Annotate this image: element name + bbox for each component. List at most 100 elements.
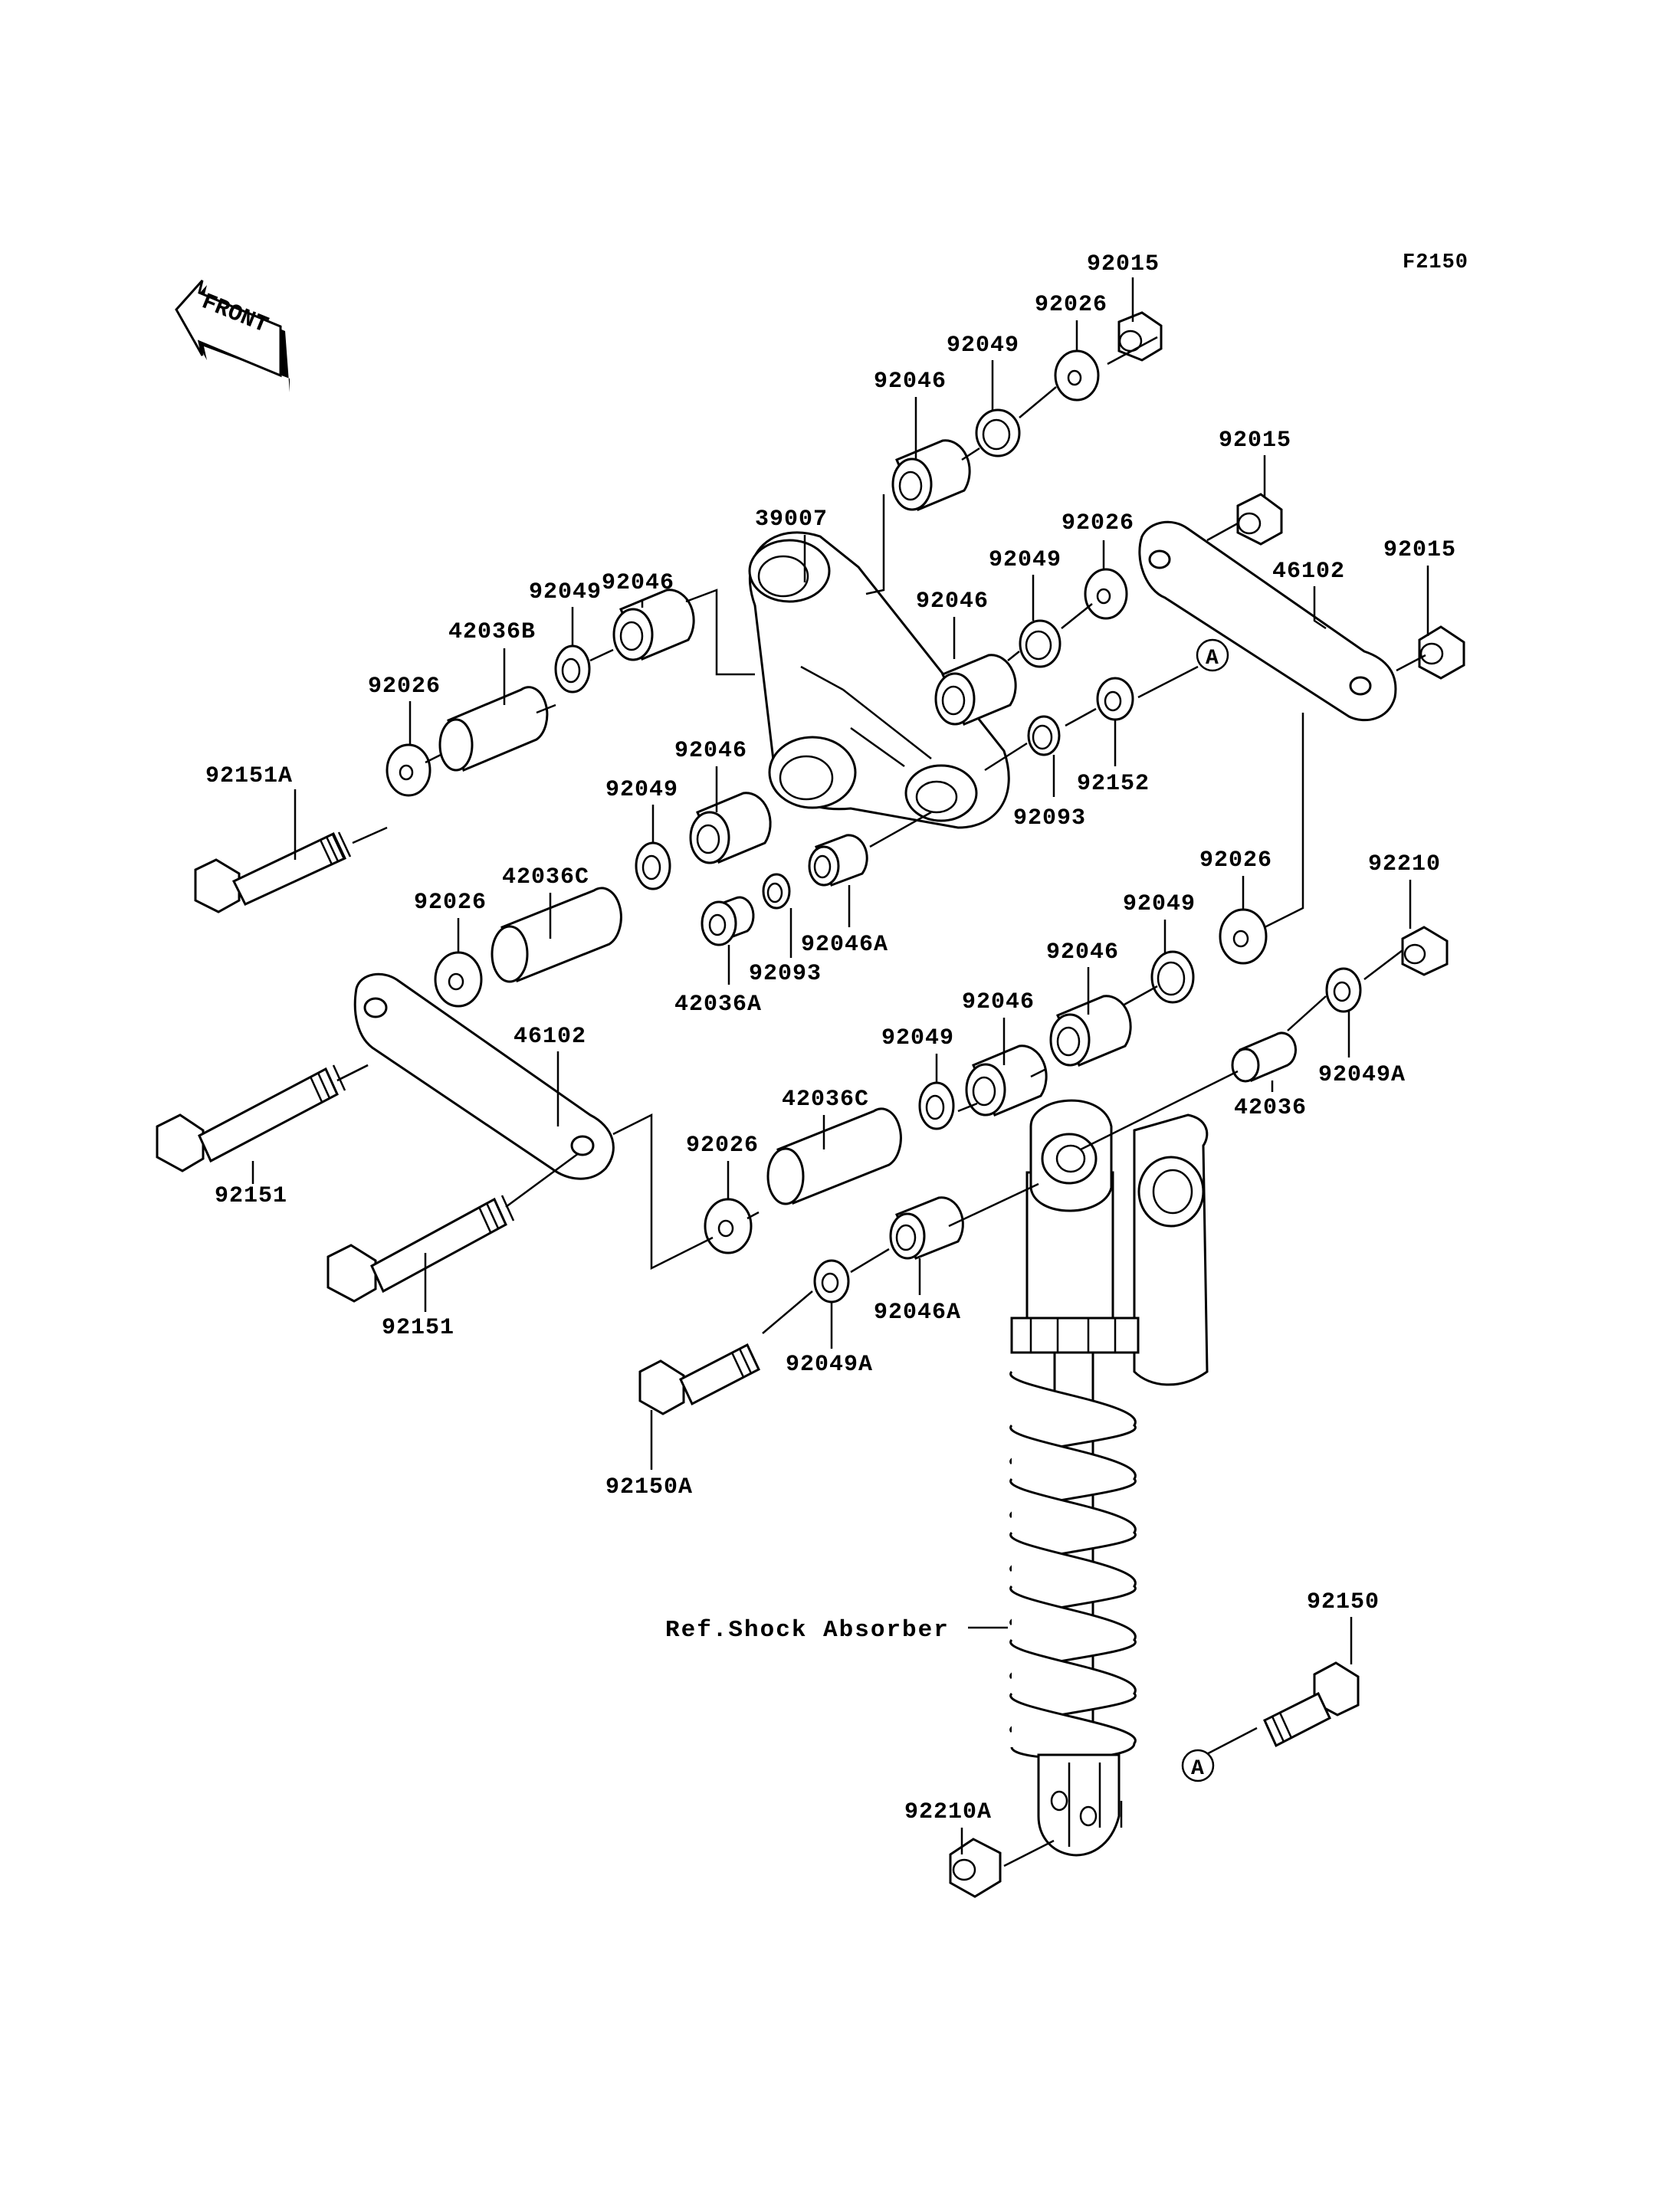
nut-icon xyxy=(949,1838,1002,1898)
seal-icon xyxy=(762,873,791,910)
bolt-icon xyxy=(638,1343,760,1415)
bearing-icon xyxy=(891,439,971,511)
bolts xyxy=(156,831,1360,1748)
part-label: 92049 xyxy=(1123,891,1196,917)
part-label: 46102 xyxy=(514,1024,586,1050)
collar-icon xyxy=(813,1259,850,1303)
washer-icon xyxy=(704,1198,753,1254)
shock-absorber xyxy=(1009,1099,1209,1857)
parts-hardware xyxy=(386,311,1465,1898)
bearing-icon xyxy=(965,1044,1048,1117)
part-label: 92026 xyxy=(1061,510,1134,536)
bolt-icon xyxy=(156,1064,346,1172)
part-label: 92049 xyxy=(605,777,678,803)
part-label: 42036 xyxy=(1234,1095,1307,1121)
washer-icon xyxy=(1219,908,1268,965)
seal-icon xyxy=(635,841,671,890)
part-label: 92046 xyxy=(1046,939,1119,966)
part-label: 92026 xyxy=(686,1133,759,1159)
part-label: 42036B xyxy=(448,619,536,645)
part-label: 92015 xyxy=(1219,428,1291,454)
bearing-icon xyxy=(612,589,695,661)
svg-text:A: A xyxy=(1206,647,1219,671)
part-label: 92093 xyxy=(1013,805,1086,831)
marker-a-top: A xyxy=(1196,638,1229,672)
ref-shock-absorber-label: Ref.Shock Absorber xyxy=(665,1617,950,1644)
bearing-icon xyxy=(808,834,868,887)
collar-icon xyxy=(1325,967,1362,1013)
part-label: 92046A xyxy=(801,932,888,958)
seal-icon xyxy=(1027,715,1061,756)
part-label: 92046 xyxy=(674,738,747,764)
washer-icon xyxy=(434,951,483,1008)
part-label: 92049 xyxy=(989,547,1061,573)
nut-icon xyxy=(1236,493,1283,546)
part-label: 39007 xyxy=(755,507,828,533)
nut-icon xyxy=(1418,625,1465,680)
label-leaders xyxy=(251,277,1429,1854)
washer-icon xyxy=(1084,568,1128,620)
bolt-icon xyxy=(1263,1661,1360,1748)
part-label: 92150 xyxy=(1307,1589,1380,1615)
part-label: 92046 xyxy=(916,589,989,615)
part-label: 92152 xyxy=(1077,771,1150,797)
marker-a-bottom: A xyxy=(1181,1749,1215,1782)
bearing-icon xyxy=(689,792,772,864)
part-label: 92026 xyxy=(414,890,487,916)
connector-lines xyxy=(336,336,1426,1867)
part-label: 92026 xyxy=(368,674,441,700)
part-label: 92049 xyxy=(529,579,602,605)
part-label: 92049 xyxy=(947,333,1019,359)
spring-icon xyxy=(1009,1370,1137,1759)
bearing-icon xyxy=(934,654,1017,726)
rocker-arm xyxy=(748,531,1010,829)
washer-icon xyxy=(386,743,431,797)
part-label: 92151A xyxy=(205,763,293,789)
part-label: 92015 xyxy=(1087,251,1160,277)
part-label: 92093 xyxy=(749,961,822,987)
svg-text:A: A xyxy=(1191,1757,1204,1781)
sleeve-icon xyxy=(1231,1031,1297,1083)
bearing-icon xyxy=(1049,995,1132,1067)
part-label: 92049A xyxy=(1318,1062,1406,1088)
part-label: 92015 xyxy=(1383,537,1456,563)
washer-icon xyxy=(1054,349,1100,402)
part-label: 92151 xyxy=(382,1315,454,1341)
part-label: 92046 xyxy=(874,369,947,395)
sleeve-icon xyxy=(438,686,549,772)
seal-icon xyxy=(918,1081,955,1130)
collar-icon xyxy=(701,896,755,946)
bolt-icon xyxy=(194,831,352,913)
part-label: 92026 xyxy=(1035,292,1107,318)
part-label: 92151 xyxy=(215,1183,287,1209)
seal-icon xyxy=(1019,619,1061,668)
part-label: 92049 xyxy=(881,1025,954,1051)
part-label: 92210 xyxy=(1368,851,1441,877)
sleeve-icon xyxy=(766,1107,902,1205)
part-label: 46102 xyxy=(1272,559,1345,585)
seal-icon xyxy=(554,644,591,694)
part-label: 92046A xyxy=(874,1300,961,1326)
part-label: 92046 xyxy=(962,989,1035,1015)
part-label: 42036C xyxy=(782,1087,869,1113)
part-label: 92026 xyxy=(1199,848,1272,874)
nut-icon xyxy=(1401,926,1449,976)
tie-rod-lower xyxy=(353,972,615,1180)
nut-icon xyxy=(1117,311,1163,362)
part-label: 42036A xyxy=(674,992,762,1018)
tie-rod-upper xyxy=(1138,520,1397,722)
bolt-icon xyxy=(326,1195,515,1303)
front-arrow-icon: FRONT xyxy=(175,279,290,392)
part-label: 92150A xyxy=(605,1474,693,1500)
part-label: 92049A xyxy=(786,1352,873,1378)
sleeve-icon xyxy=(491,887,622,983)
part-label: 92210A xyxy=(904,1799,992,1825)
collar-icon xyxy=(1096,677,1134,721)
part-labels: 92015 92026 92049 92046 92015 39007 9202… xyxy=(205,251,1456,1825)
bearing-icon xyxy=(889,1196,964,1260)
part-label: 42036C xyxy=(502,864,589,890)
diagram-code: F2150 xyxy=(1403,251,1468,274)
seal-icon xyxy=(1150,950,1195,1004)
seal-icon xyxy=(975,408,1021,457)
